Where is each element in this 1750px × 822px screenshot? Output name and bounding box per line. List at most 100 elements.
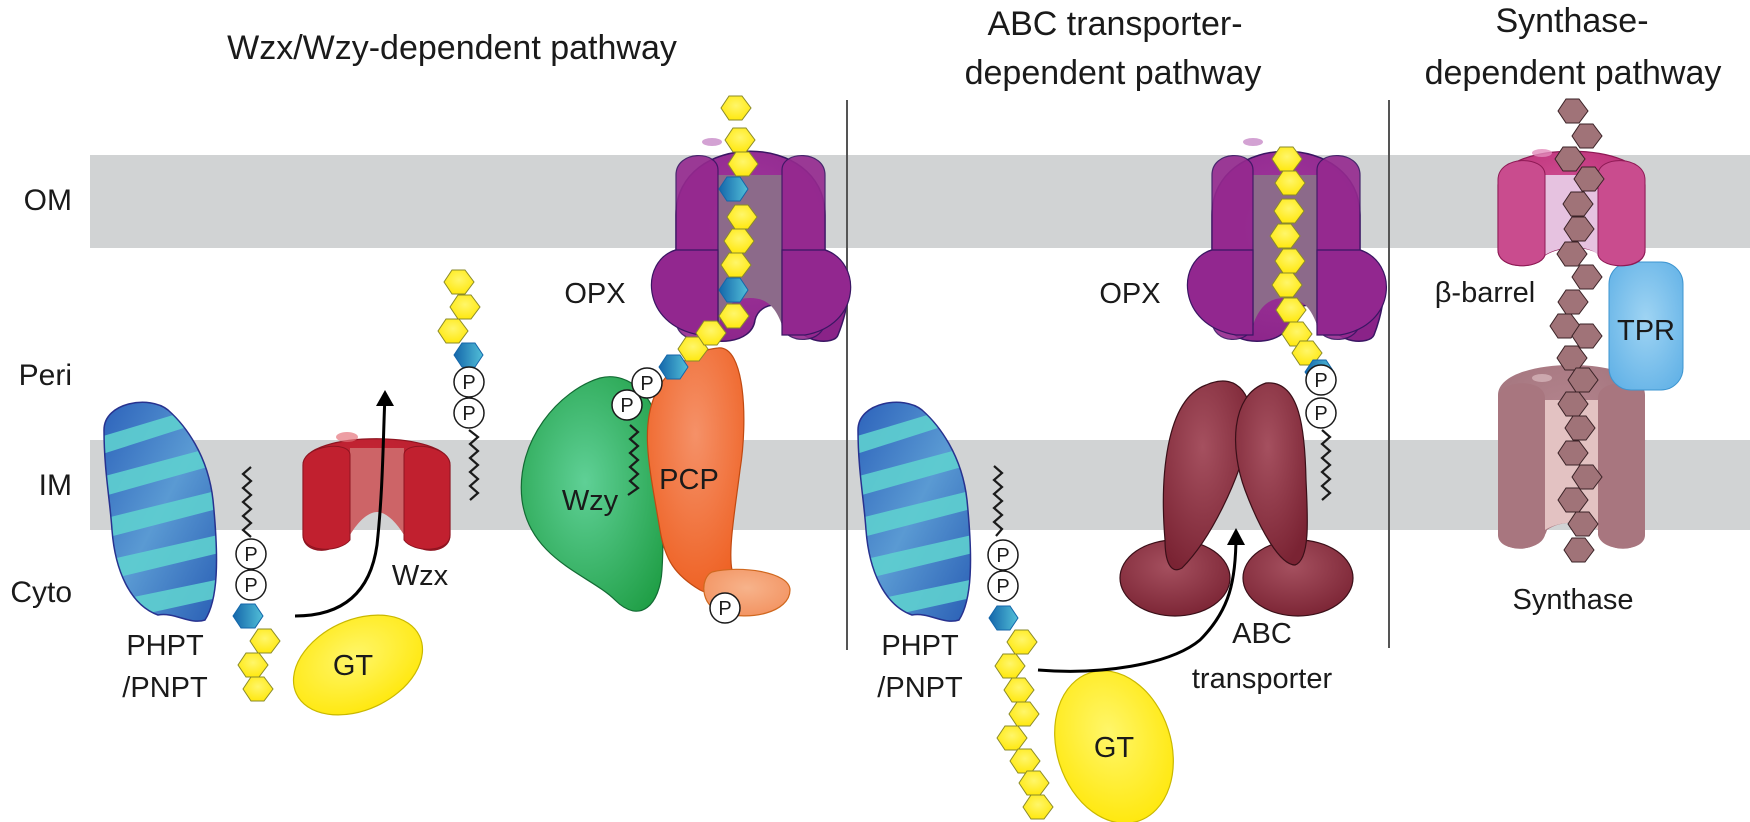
sugar-yellow-hexagon: [1271, 272, 1303, 298]
sugar-yellow-hexagon: [249, 628, 281, 654]
wzx-flippase: [302, 432, 451, 551]
sugar-yellow-hexagon: [727, 151, 759, 177]
abc-transporter: [1119, 380, 1354, 617]
label-gt-2: GT: [1094, 732, 1135, 764]
sugar-yellow-hexagon: [449, 294, 481, 320]
svg-text:P: P: [620, 395, 633, 417]
svg-text:P: P: [718, 598, 731, 620]
svg-text:P: P: [1314, 403, 1327, 425]
sugar-blue-hexagon: [453, 342, 484, 368]
sugar-yellow-hexagon: [724, 127, 756, 153]
svg-text:P: P: [462, 403, 475, 425]
label-synthase: Synthase: [1513, 584, 1634, 616]
label-abc-transporter-line2: transporter: [1192, 663, 1333, 695]
flipped-repeat-unit: P P: [437, 269, 485, 501]
label-abc-transporter-line1: ABC: [1232, 618, 1292, 650]
label-phpt-1-line1: PHPT: [126, 630, 204, 662]
title-wzx-wzy-pathway: Wzx/Wzy-dependent pathway: [227, 29, 677, 67]
outer-membrane-band: [90, 155, 1750, 248]
label-pcp: PCP: [659, 464, 719, 496]
sugar-mauve-hexagon: [1549, 313, 1581, 339]
sugar-mauve-hexagon: [1567, 367, 1599, 393]
svg-text:P: P: [996, 545, 1009, 567]
opx-protein-1: [650, 138, 852, 342]
label-opx-1: OPX: [564, 278, 625, 310]
undecaprenyl-lipid-chain-1: [241, 466, 253, 538]
phosphate-group-wzy-a: P: [611, 389, 643, 421]
sugar-yellow-hexagon: [726, 204, 758, 230]
polymer-chain-synthase: [1549, 98, 1605, 563]
sugar-yellow-hexagon: [437, 318, 469, 344]
svg-text:P: P: [244, 575, 257, 597]
sugar-mauve-hexagon: [1571, 464, 1603, 490]
sugar-mauve-hexagon: [1562, 191, 1594, 217]
label-cyto: Cyto: [10, 576, 72, 609]
sugar-yellow-hexagon: [443, 269, 475, 295]
sugar-blue-hexagon: [718, 176, 749, 202]
sugar-mauve-hexagon: [1567, 511, 1599, 537]
sugar-mauve-hexagon: [1556, 241, 1588, 267]
sugar-blue-hexagon: [718, 277, 749, 303]
label-im: IM: [39, 469, 72, 502]
polymer-chain-abc-cyto: [988, 605, 1054, 820]
glycosyltransferase-gt-2: [1054, 670, 1174, 822]
label-phpt-2-line2: /PNPT: [877, 672, 963, 704]
sugar-yellow-hexagon: [1273, 198, 1305, 224]
sugar-mauve-hexagon: [1557, 289, 1589, 315]
sugar-yellow-hexagon: [1008, 701, 1040, 727]
tpr-domain: [1608, 261, 1684, 391]
phosphate-group-1a: P: [235, 538, 267, 570]
title-abc-pathway-line2: dependent pathway: [965, 54, 1262, 92]
lipid-chain-wzy: [627, 424, 640, 496]
sugar-yellow-hexagon: [718, 303, 750, 329]
sugar-mauve-hexagon: [1564, 415, 1596, 441]
phosphate-group-2a: P: [987, 539, 1019, 571]
phosphate-group-2b: P: [987, 570, 1019, 602]
svg-text:P: P: [462, 372, 475, 394]
polymer-chain-abc-opx: P P: [1269, 146, 1337, 501]
sugar-mauve-hexagon: [1571, 323, 1603, 349]
sugar-blue-hexagon: [232, 603, 264, 629]
phpt-pnpt-protein-2: [857, 401, 972, 622]
sugar-blue-hexagon: [988, 605, 1019, 631]
export-arrow-abc: [1037, 534, 1238, 673]
title-synthase-pathway-line2: dependent pathway: [1425, 54, 1722, 92]
label-peri: Peri: [19, 359, 72, 392]
sugar-mauve-hexagon: [1554, 146, 1586, 172]
flip-arrow-head-wzx: [376, 390, 394, 406]
sugar-mauve-hexagon: [1563, 216, 1595, 242]
label-tpr: TPR: [1617, 315, 1675, 347]
pcp-copolymerase: P: [646, 347, 791, 624]
sugar-yellow-hexagon: [1003, 677, 1035, 703]
flip-arrow-wzx: [294, 394, 387, 618]
label-opx-2: OPX: [1099, 278, 1160, 310]
sugar-yellow-hexagon: [1018, 770, 1050, 796]
sugar-yellow-hexagon: [1009, 748, 1041, 774]
sugar-yellow-hexagon: [1269, 223, 1301, 249]
sugar-mauve-hexagon: [1571, 264, 1603, 290]
sugar-yellow-hexagon: [695, 320, 727, 346]
label-wzy: Wzy: [562, 485, 619, 517]
polymer-chain-wzx-pathway: [658, 95, 759, 380]
phosphate-group-1b: P: [235, 569, 267, 601]
label-phpt-1-line2: /PNPT: [122, 672, 208, 704]
sugar-yellow-hexagon: [1006, 629, 1038, 655]
svg-text:P: P: [244, 544, 257, 566]
sugar-mauve-hexagon: [1557, 440, 1589, 466]
svg-text:P: P: [1314, 370, 1327, 392]
export-arrow-head-abc: [1227, 528, 1245, 545]
sugar-yellow-hexagon: [242, 676, 274, 702]
label-om: OM: [24, 184, 72, 217]
sugar-yellow-hexagon: [1274, 170, 1306, 196]
sugar-yellow-hexagon: [237, 652, 269, 678]
sugar-yellow-hexagon: [720, 95, 752, 121]
phosphate-group-pcp: [709, 592, 741, 624]
sugar-mauve-hexagon: [1573, 166, 1605, 192]
sugar-yellow-hexagon: [1274, 248, 1306, 274]
sugar-mauve-hexagon: [1557, 98, 1589, 124]
title-abc-pathway-line1: ABC transporter-: [987, 5, 1242, 43]
sugar-mauve-hexagon: [1571, 123, 1603, 149]
label-beta-barrel: β-barrel: [1435, 277, 1535, 309]
sugar-mauve-hexagon: [1563, 537, 1595, 563]
